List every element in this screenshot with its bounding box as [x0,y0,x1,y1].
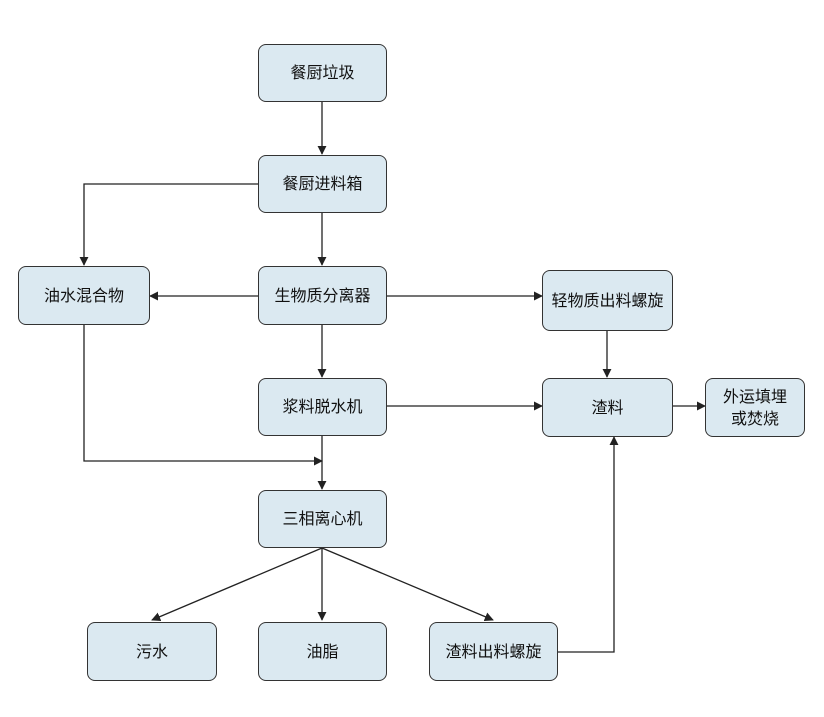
arrow-centrifuge-to-sewage [151,547,323,621]
node-light-matter-screw: 轻物质出料螺旋 [542,270,673,331]
arrow-centrifuge-to-residuescrew [321,547,494,622]
node-slurry-dewatering: 浆料脱水机 [258,378,387,436]
node-kitchen-waste: 餐厨垃圾 [258,44,387,102]
node-sewage: 污水 [87,622,217,681]
arrow-residuescrew-to-residue [558,436,619,653]
node-grease: 油脂 [258,622,387,681]
arrow-oilwater-to-centrifuge [83,325,323,466]
node-oil-water-mixture: 油水混合物 [18,266,150,325]
arrow-feedbox-to-oilwater [79,183,258,266]
node-three-phase-centrifuge: 三相离心机 [258,490,387,548]
node-external-disposal: 外运填埋 或焚烧 [705,378,805,437]
node-biomass-separator: 生物质分离器 [258,266,387,325]
node-residue: 渣料 [542,378,673,437]
node-feed-box: 餐厨进料箱 [258,155,387,213]
node-residue-screw: 渣料出料螺旋 [429,622,558,681]
